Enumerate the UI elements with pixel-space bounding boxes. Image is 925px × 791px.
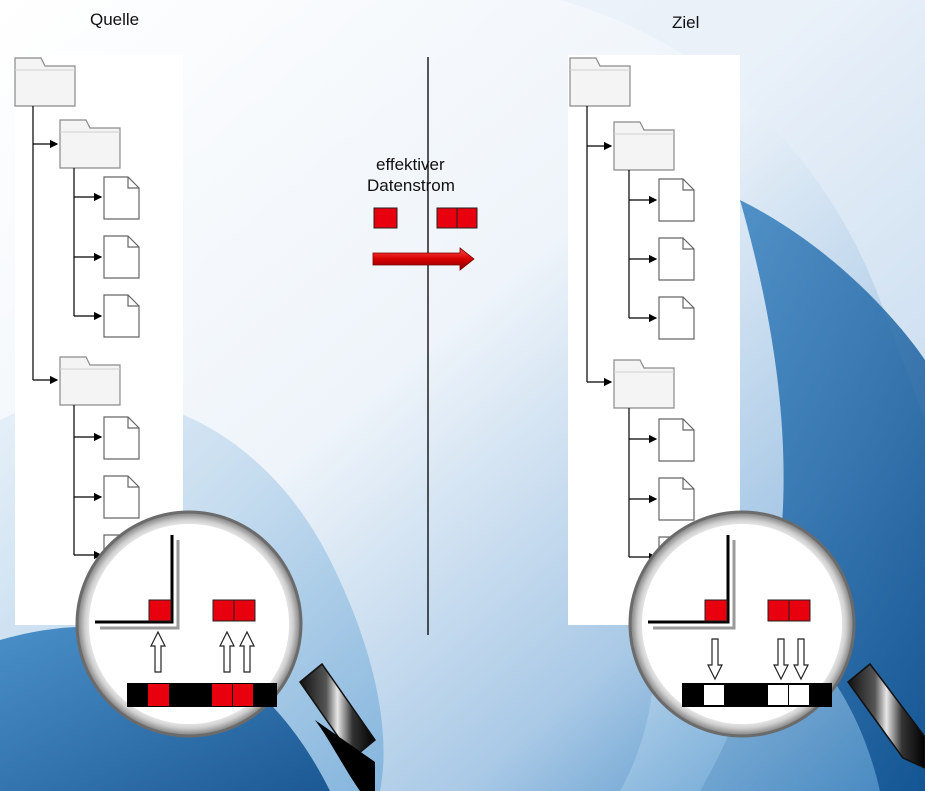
target-label: Ziel: [672, 13, 700, 32]
file-icon: [103, 416, 140, 460]
file-icon: [103, 475, 140, 519]
background-swoosh-right: [700, 200, 925, 791]
file-icon: [658, 477, 695, 521]
stream-label-line2: Datenstrom: [367, 176, 455, 195]
file-icon: [103, 235, 140, 279]
magnifier-icon: [75, 510, 377, 791]
file-icon: [658, 296, 695, 340]
file-icon: [658, 178, 695, 222]
file-icon: [658, 237, 695, 281]
data-blocks-center: [373, 207, 478, 229]
background-swoosh-top: [560, 0, 925, 420]
source-label: Quelle: [90, 10, 140, 29]
file-icon: [103, 294, 140, 338]
arrow-right-icon: [372, 247, 475, 271]
file-icon: [103, 176, 140, 220]
magnifier-icon: [628, 510, 925, 769]
stream-label-line1: effektiver: [376, 155, 445, 174]
file-icon: [658, 418, 695, 462]
